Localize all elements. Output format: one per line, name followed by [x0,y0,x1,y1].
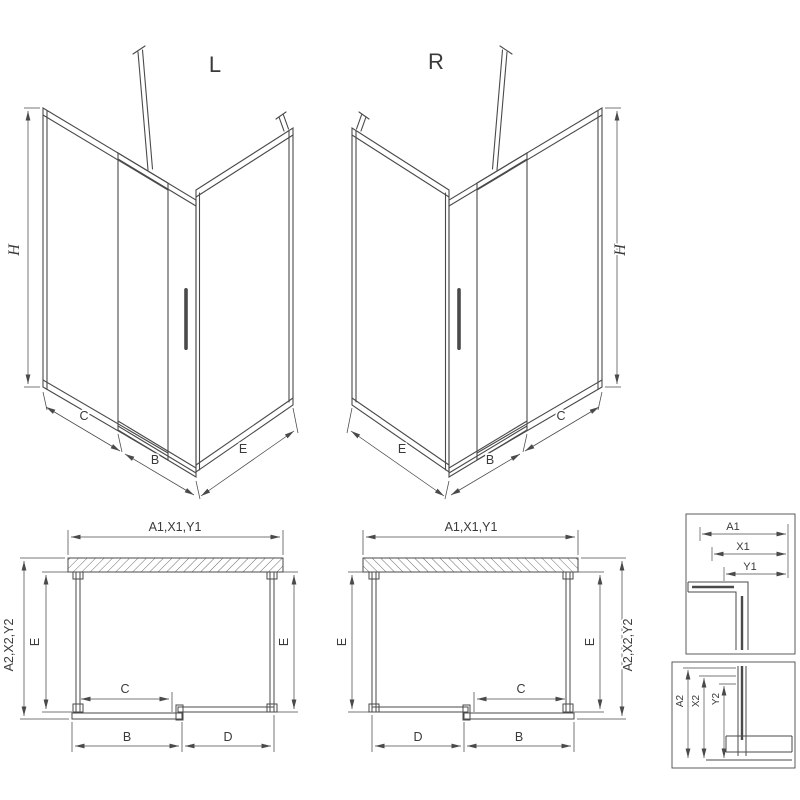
plan-left-e-right-label: E [277,638,291,646]
plan-drawing-left [20,530,298,752]
detail-x2-label: X2 [691,694,702,707]
plan-right-b-label: B [515,730,523,744]
plan-left-width-label: A1,X1,Y1 [149,520,202,534]
detail-y2-label: Y2 [711,692,722,705]
detail-y1-label: Y1 [743,561,756,573]
plan-right-c-label: C [516,682,525,696]
dim-label-c-left: C [79,409,88,423]
detail-a1-label: A1 [726,521,739,533]
plan-right-width-label: A1,X1,Y1 [445,520,498,534]
dim-label-b-right: B [486,453,494,467]
plan-view-left: A1,X1,Y1 A2,X2,Y2 E E C B D [0,518,298,752]
plan-right-depth-label: A2,X2,Y2 [621,619,635,672]
plan-left-depth-label: A2,X2,Y2 [2,619,16,672]
iso-view-right: R H C B E [347,46,631,499]
detail-box-bottom: A2 X2 Y2 [671,661,796,769]
plan-left-d-label: D [223,730,232,744]
dim-label-e-left: E [239,442,247,456]
variant-label-right: R [428,49,444,74]
variant-label-left: L [209,52,221,77]
detail-bottom-frame [671,661,796,769]
iso-drawing-left [24,46,298,499]
plan-left-b-label: B [123,730,131,744]
plan-right-d-label: D [413,730,422,744]
plan-right-e-left-label: E [335,638,349,646]
plan-left-c-label: C [120,682,129,696]
detail-a2-label: A2 [675,694,686,707]
detail-x1-label: X1 [736,541,749,553]
detail-box-top: A1 X1 Y1 [685,513,796,655]
dim-label-c-right: C [556,409,565,423]
iso-drawing-right [347,46,621,499]
iso-view-left: L H C B E [4,46,298,499]
plan-right-e-right-label: E [583,638,597,646]
plan-left-e-left-label: E [28,638,42,646]
detail-top-frame [685,513,796,655]
dim-label-h-right: H [612,243,629,257]
dim-label-e-right: E [398,442,406,456]
dim-label-h-left: H [6,243,23,257]
plan-view-right: A1,X1,Y1 E E A2,X2,Y2 C D B [333,518,637,752]
dim-label-b-left: B [151,453,159,467]
